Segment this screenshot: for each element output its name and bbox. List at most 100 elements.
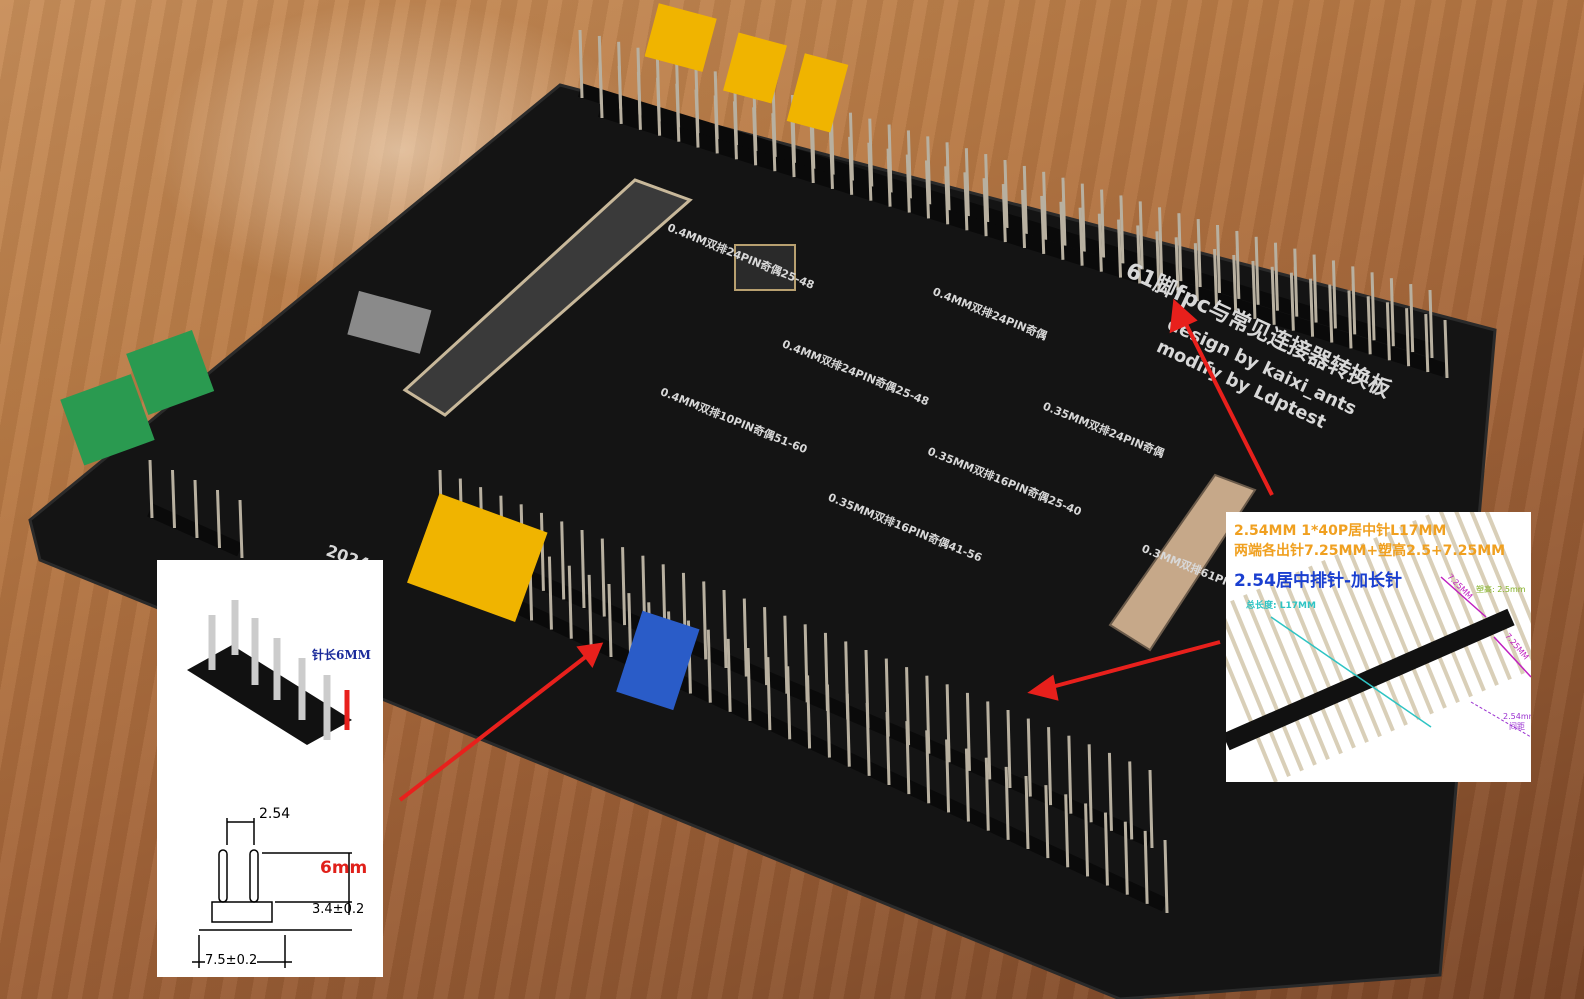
header-pin xyxy=(675,83,681,142)
header-pin xyxy=(1100,189,1106,258)
jumper-yellow xyxy=(723,32,787,104)
header-pin xyxy=(1174,237,1180,296)
header-pin xyxy=(1226,618,1291,778)
header-pin xyxy=(1047,727,1053,806)
header-pin xyxy=(636,71,642,130)
header-pin xyxy=(1469,512,1531,662)
header-pin xyxy=(1424,314,1430,373)
header-pin xyxy=(1366,296,1372,355)
fpc-connector-large xyxy=(402,178,693,417)
header-pin xyxy=(1021,189,1026,249)
header-pin xyxy=(547,556,553,630)
header-pin xyxy=(806,675,812,749)
header-pin xyxy=(1293,248,1299,317)
header-pin xyxy=(944,166,950,225)
spec-line-1: 2.54MM 1*40P居中针L17MM xyxy=(1234,523,1447,539)
header-pin xyxy=(786,666,792,740)
header-pin xyxy=(1295,571,1369,743)
header-pin xyxy=(1059,201,1065,260)
header-pin xyxy=(1254,236,1260,305)
fpc-connector-right xyxy=(1108,473,1257,652)
header-pin xyxy=(986,701,992,780)
header-pin xyxy=(1484,512,1531,624)
header-pin xyxy=(1097,213,1103,272)
header-pin xyxy=(1042,171,1048,240)
header-pin xyxy=(1385,302,1391,361)
header-pin xyxy=(621,547,627,626)
header-pin xyxy=(656,77,662,136)
header-pin xyxy=(1003,159,1009,229)
pitch-dimension: 2.54 xyxy=(259,806,291,822)
header-pin xyxy=(809,124,815,184)
jumper-green xyxy=(60,374,155,466)
header-pin xyxy=(1158,207,1164,276)
header-body xyxy=(597,103,1448,377)
header-pin xyxy=(945,684,951,763)
header-pin xyxy=(1373,537,1447,709)
header-pin xyxy=(1080,183,1086,252)
header-pin xyxy=(925,730,931,804)
header-pin xyxy=(1061,177,1067,246)
header-pin xyxy=(1312,254,1318,323)
jumper-yellow xyxy=(644,3,717,72)
header-pin xyxy=(1321,559,1395,732)
header-pin xyxy=(1351,266,1357,335)
header-pin xyxy=(924,160,930,219)
header-pin xyxy=(984,154,990,223)
header-pin xyxy=(1216,224,1221,294)
header-pin xyxy=(1230,599,1304,772)
header-pin xyxy=(945,739,951,813)
annotation-arrows xyxy=(398,298,1274,802)
header-pin xyxy=(1022,165,1028,234)
header-pin xyxy=(598,59,604,119)
header-pin xyxy=(1040,195,1046,254)
header-pin xyxy=(1128,761,1134,840)
header-pin xyxy=(1226,655,1278,782)
header-pin xyxy=(1136,225,1142,284)
header-pin xyxy=(726,638,732,712)
header-pin xyxy=(887,124,893,193)
pin-length-label: 针长6MM xyxy=(312,648,371,662)
header-pin xyxy=(1454,512,1525,675)
jumper-green xyxy=(126,329,215,415)
header-pin xyxy=(984,757,990,831)
header-pin xyxy=(1103,812,1109,886)
header-pin xyxy=(1119,195,1125,264)
header-pin xyxy=(216,489,221,549)
header-pin xyxy=(790,119,796,178)
header-pin xyxy=(1026,718,1032,797)
header-pin xyxy=(1117,219,1123,278)
header-pin xyxy=(771,113,777,172)
crystal-oscillator xyxy=(347,290,432,354)
header-pin xyxy=(886,148,892,207)
header-pin xyxy=(1067,735,1073,814)
pin-strip-illustration xyxy=(1226,512,1531,782)
header-pin xyxy=(925,675,931,754)
header-pin xyxy=(1289,272,1295,331)
header-pin xyxy=(1143,830,1149,904)
plastic-height-label: 塑高: 2.5mm xyxy=(1476,585,1526,594)
jumper-yellow xyxy=(407,493,548,622)
header-pin xyxy=(1251,260,1257,319)
header-pin xyxy=(732,101,738,160)
header-pin xyxy=(1006,709,1012,789)
header-pin xyxy=(1269,582,1343,755)
header-pin xyxy=(965,692,971,771)
header-pin xyxy=(963,172,969,231)
header-pin xyxy=(1360,542,1434,715)
header-pin xyxy=(1347,290,1353,349)
body-height-dimension: 3.4±0.2 xyxy=(312,902,365,917)
header-pin xyxy=(171,469,176,529)
header-pin xyxy=(238,499,244,559)
header-pin xyxy=(825,684,831,758)
header-pin xyxy=(1196,219,1202,288)
header-pin xyxy=(766,657,772,731)
header-pin xyxy=(1399,525,1473,698)
header-pin xyxy=(1347,548,1421,721)
header-pin xyxy=(587,574,593,648)
header-pin xyxy=(1148,769,1154,849)
header-pin xyxy=(1386,531,1460,703)
header-pin xyxy=(1334,554,1408,726)
header-pin xyxy=(1087,744,1093,823)
header-pin xyxy=(945,142,951,211)
